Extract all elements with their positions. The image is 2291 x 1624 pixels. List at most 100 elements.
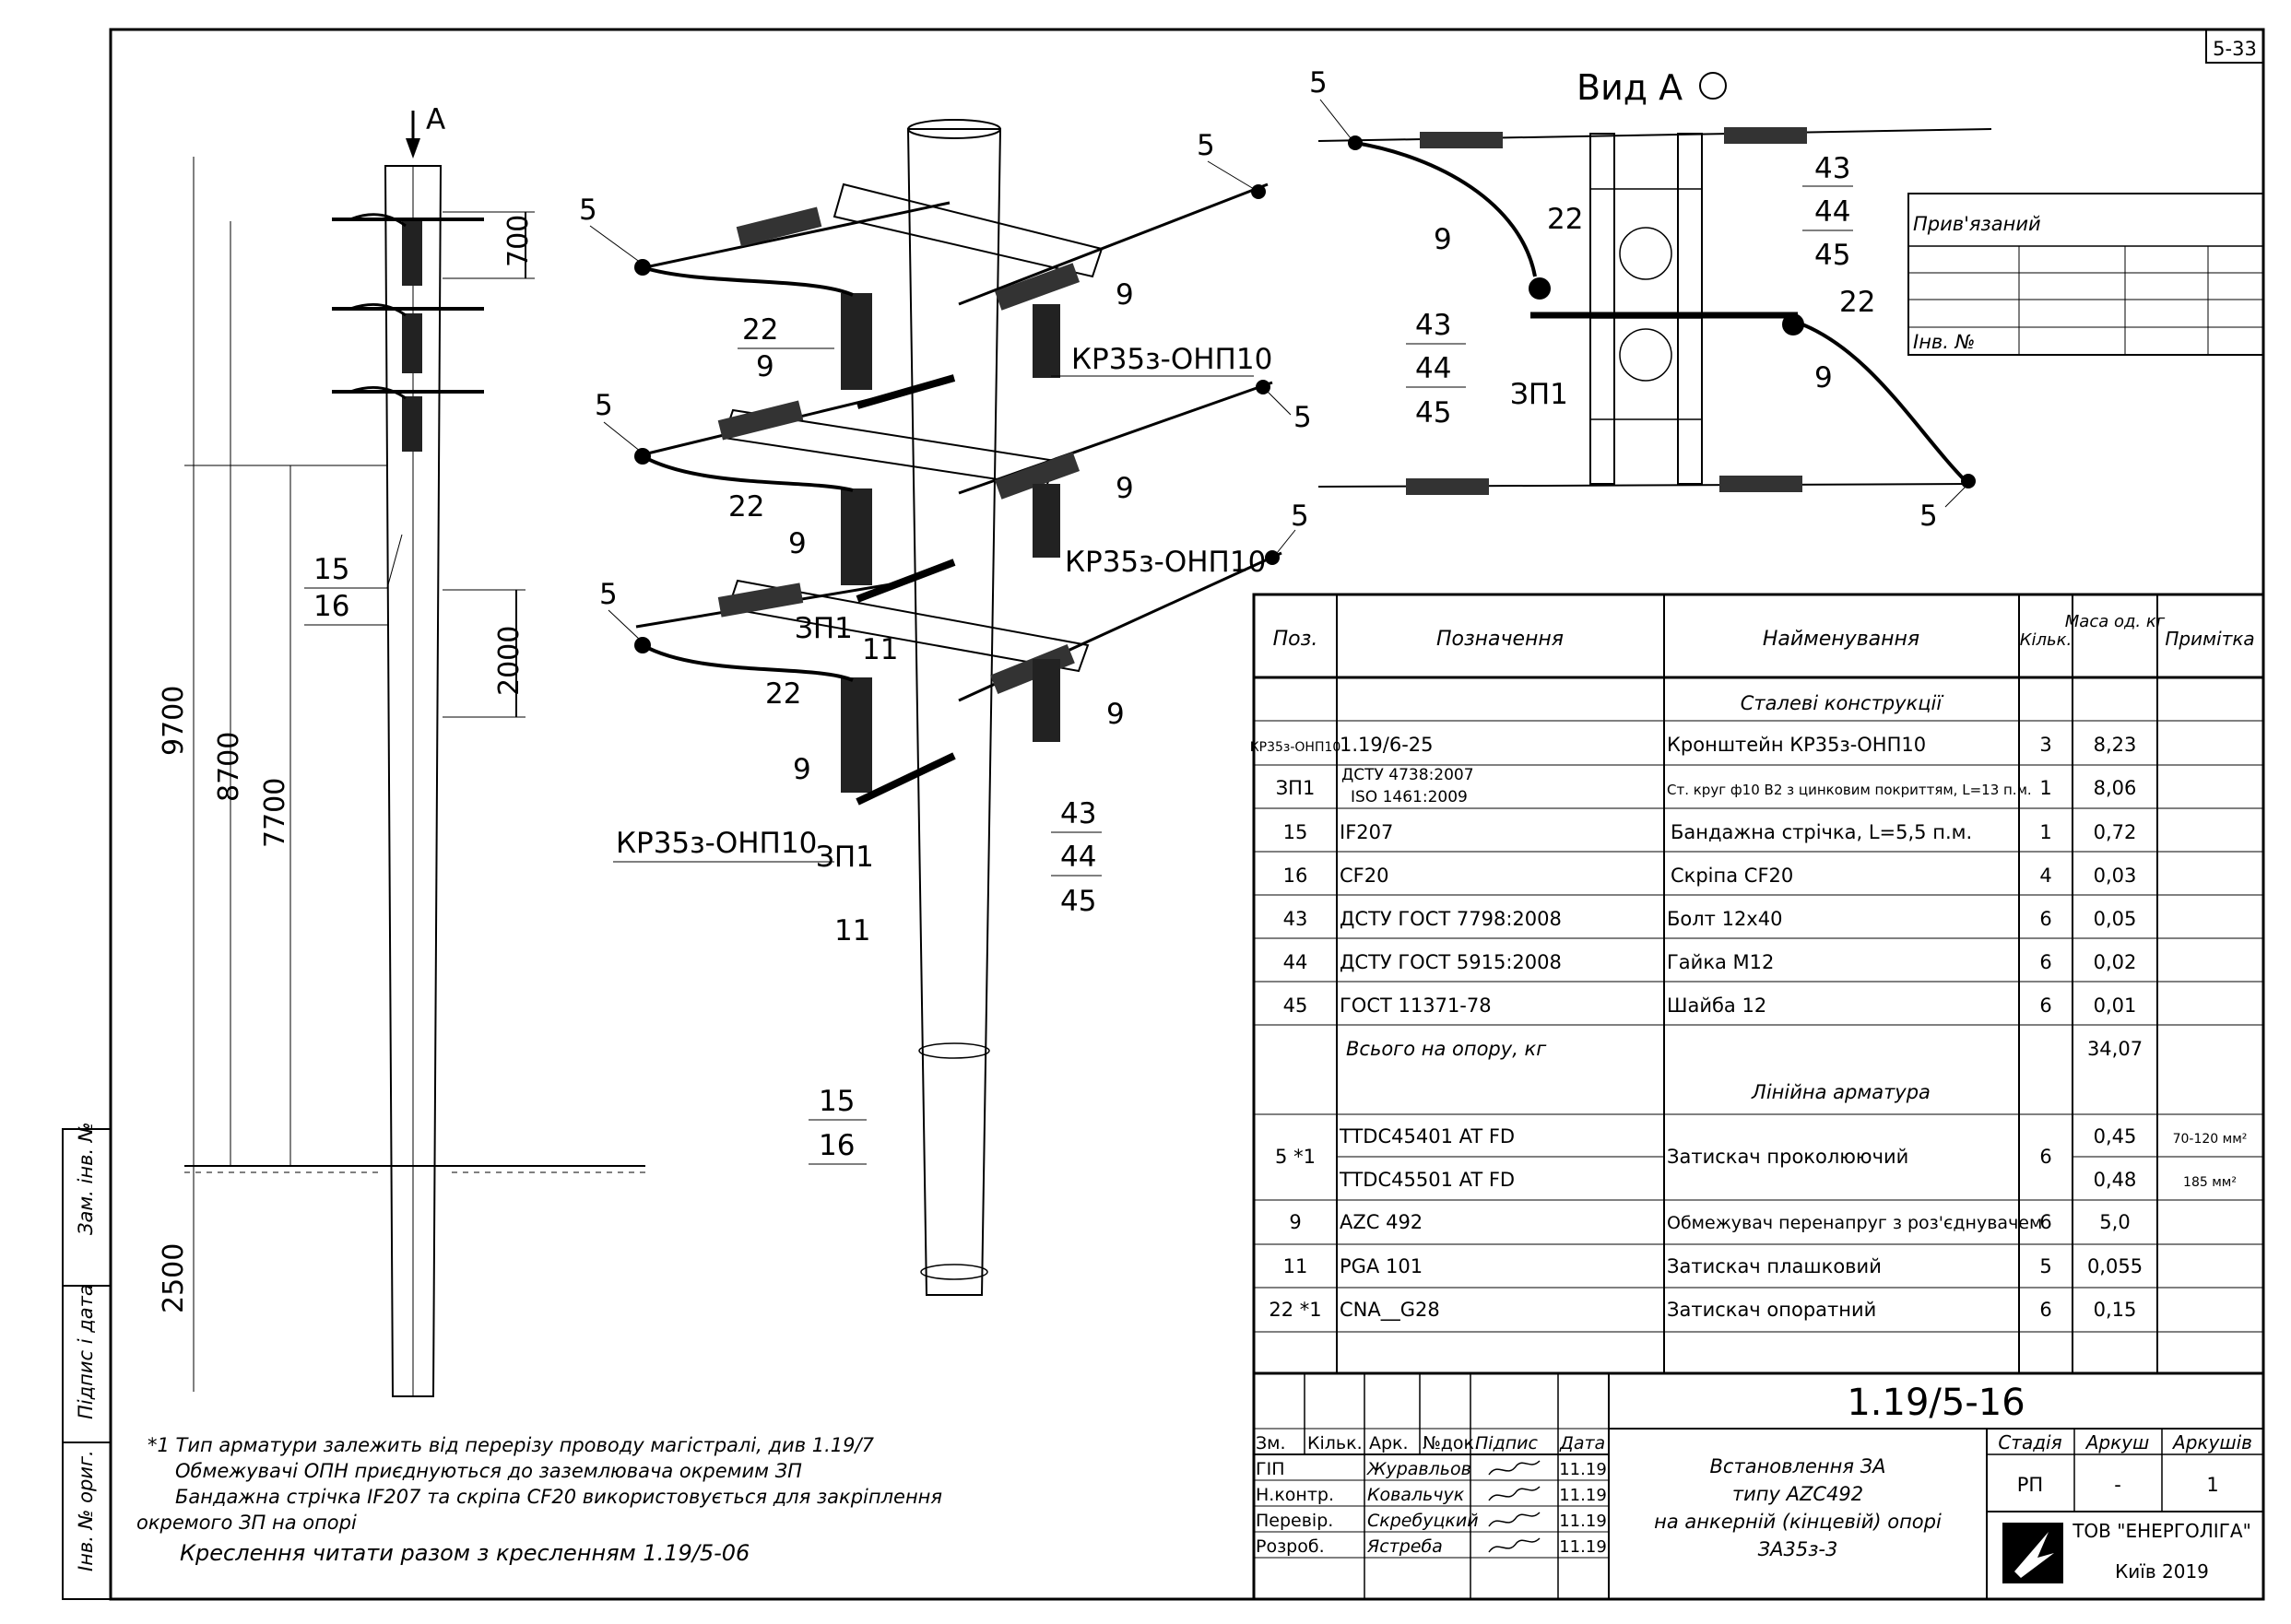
cell-mass: 5,0 bbox=[2099, 1211, 2130, 1233]
th-pos: Поз. bbox=[1273, 628, 1318, 651]
person-date: 11.19 bbox=[1559, 1512, 1607, 1531]
cell-mass: 0,02 bbox=[2094, 951, 2137, 973]
cell-note2: 185 мм² bbox=[2183, 1175, 2237, 1190]
cell-name: Болт 12х40 bbox=[1667, 908, 1782, 930]
va-callout-5-bottom: 5 bbox=[1919, 500, 1938, 533]
cell-qty: 3 bbox=[2039, 734, 2051, 756]
cell-name: Затискач опоратний bbox=[1667, 1299, 1876, 1321]
drawing-code: 1.19/5-16 bbox=[1847, 1382, 2025, 1424]
note-3: Бандажна стрічка IF207 та скріпа CF20 ви… bbox=[175, 1486, 942, 1508]
cell-pos: ЗП1 bbox=[1276, 777, 1316, 799]
total-value: 34,07 bbox=[2087, 1038, 2143, 1060]
callout-9-e: 9 bbox=[1116, 472, 1134, 505]
cell-mass: 8,23 bbox=[2094, 734, 2137, 756]
cell-note: 70-120 мм² bbox=[2173, 1132, 2248, 1147]
va-callout-44: 44 bbox=[1814, 195, 1850, 229]
cell-qty: 6 bbox=[2039, 951, 2051, 973]
cell-pos: 43 bbox=[1283, 908, 1308, 930]
stamp-title: Прив'язаний bbox=[1913, 213, 2041, 235]
callout-11-a: 11 bbox=[862, 633, 898, 666]
cell-name: Гайка М12 bbox=[1667, 951, 1774, 973]
strip-label-date: Підпис і дата bbox=[75, 1284, 97, 1419]
person-date: 11.19 bbox=[1559, 1537, 1607, 1557]
th-designation: Позначення bbox=[1436, 628, 1564, 651]
company-city: Київ 2019 bbox=[2115, 1560, 2209, 1583]
cell-name: Кронштейн КР35з-ОНП10 bbox=[1667, 734, 1926, 756]
person-name: Ковальчук bbox=[1367, 1485, 1465, 1505]
cell-qty: 6 bbox=[2039, 1299, 2051, 1321]
side-view: А 700 2000 9700 8700 7700 2500 bbox=[158, 103, 645, 1397]
sheets-head: Аркушів bbox=[2171, 1431, 2252, 1453]
callout-9-a: 9 bbox=[756, 350, 774, 383]
strip-label-zam: Зам. інв. № bbox=[75, 1122, 97, 1235]
callout-22-c: 22 bbox=[765, 677, 801, 711]
cell-des2: ISO 1461:2009 bbox=[1351, 788, 1468, 806]
va-callout-43: 43 bbox=[1814, 152, 1850, 185]
notes: *1 Тип арматури залежить від перерізу пр… bbox=[136, 1434, 942, 1566]
cell-pos: 9 bbox=[1289, 1211, 1301, 1233]
person-name: Скребуцкий bbox=[1367, 1511, 1479, 1531]
person-role: Розроб. bbox=[1256, 1536, 1325, 1557]
cell-mass: 0,45 bbox=[2094, 1125, 2137, 1147]
cell-pos: 16 bbox=[1283, 865, 1308, 887]
callout-5-f: 5 bbox=[1291, 500, 1309, 533]
callout-45: 45 bbox=[1060, 885, 1096, 918]
cell-mass: 0,72 bbox=[2094, 821, 2137, 843]
cell-des: AZC 492 bbox=[1340, 1211, 1423, 1233]
va-callout-22-right: 22 bbox=[1839, 286, 1875, 319]
cell-name: Обмежувач перенапруг з роз'єднувачем bbox=[1667, 1213, 2042, 1233]
callout-9-d: 9 bbox=[1116, 278, 1134, 312]
sheet-number-box bbox=[2205, 29, 2264, 64]
callout-22-b: 22 bbox=[728, 490, 764, 524]
th-note: Примітка bbox=[2165, 628, 2254, 650]
cell-qty: 1 bbox=[2039, 821, 2051, 843]
cell-des: ДСТУ 4738:2007 bbox=[1341, 766, 1474, 784]
col-head-zm: Зм. bbox=[1256, 1433, 1286, 1453]
signature bbox=[1488, 1460, 1541, 1476]
callout-5-e: 5 bbox=[599, 578, 618, 611]
iso-view: 5 5 5 5 5 5 22 9 22 9 22 9 9 9 9 КР35з-О… bbox=[579, 119, 1312, 1296]
callout-5-d: 5 bbox=[1293, 401, 1312, 434]
company-logo bbox=[2002, 1523, 2063, 1583]
cell-mass: 0,03 bbox=[2094, 865, 2137, 887]
cell-des: CNA__G28 bbox=[1340, 1299, 1440, 1322]
cell-des: ДСТУ ГОСТ 7798:2008 bbox=[1340, 908, 1562, 930]
cell-name: Бандажна стрічка, L=5,5 п.м. bbox=[1671, 821, 1972, 843]
spec-table: Поз. Позначення Найменування Кільк. Маса… bbox=[1250, 593, 2265, 1375]
cell-mass: 0,05 bbox=[2094, 908, 2137, 930]
callout-9-f: 9 bbox=[1106, 698, 1125, 731]
stamp-inv: Інв. № bbox=[1913, 331, 1976, 353]
section-steel: Сталеві конструкції bbox=[1741, 692, 1945, 714]
person-name: Журавльов bbox=[1366, 1459, 1471, 1479]
cell-des: ДСТУ ГОСТ 5915:2008 bbox=[1340, 951, 1562, 973]
company-name: ТОВ "ЕНЕРГОЛІГА" bbox=[2072, 1520, 2251, 1542]
cell-qty: 6 bbox=[2039, 994, 2051, 1017]
cell-name: Затискач проколюючий bbox=[1667, 1146, 1908, 1168]
cell-pos: КР35з-ОНП10 bbox=[1250, 740, 1341, 755]
callout-9-c: 9 bbox=[793, 753, 811, 786]
reference-stamp: Прив'язаний Інв. № bbox=[1907, 193, 2264, 356]
cell-name: Скріпа CF20 bbox=[1671, 865, 1793, 887]
title-line-1: Встановлення ЗА bbox=[1710, 1455, 1886, 1477]
title-block: 1.19/5-16 Зм. Кільк. Арк. №док. Підпис Д… bbox=[1252, 1371, 2265, 1601]
dim-700: 700 bbox=[502, 215, 535, 267]
callout-11-b: 11 bbox=[834, 914, 870, 947]
title-line-2: типу AZC492 bbox=[1732, 1483, 1863, 1505]
note-5: Креслення читати разом з кресленням 1.19… bbox=[180, 1540, 750, 1566]
callout-15: 15 bbox=[819, 1085, 855, 1118]
strip-label-orig: Інв. № ориг. bbox=[75, 1450, 97, 1571]
dim-2000: 2000 bbox=[493, 626, 526, 696]
callout-kr-b: КР35з-ОНП10 bbox=[1065, 546, 1266, 579]
callout-kr-c: КР35з-ОНП10 bbox=[616, 827, 817, 860]
cell-qty: 6 bbox=[2039, 1146, 2051, 1168]
cell-qty: 4 bbox=[2039, 865, 2051, 887]
sheets-value: 1 bbox=[2206, 1474, 2218, 1496]
cell-qty: 6 bbox=[2039, 1211, 2051, 1233]
cell-mass: 0,055 bbox=[2087, 1255, 2143, 1277]
cell-des: TTDC45401 AT FD bbox=[1339, 1125, 1515, 1147]
callout-44: 44 bbox=[1060, 841, 1096, 874]
cell-name: Ст. круг ф10 В2 з цинковим покриттям, L=… bbox=[1667, 782, 2032, 798]
th-mass: Маса од. кг bbox=[2065, 612, 2166, 631]
side-label-15: 15 bbox=[313, 553, 349, 586]
dim-7700: 7700 bbox=[259, 778, 291, 848]
